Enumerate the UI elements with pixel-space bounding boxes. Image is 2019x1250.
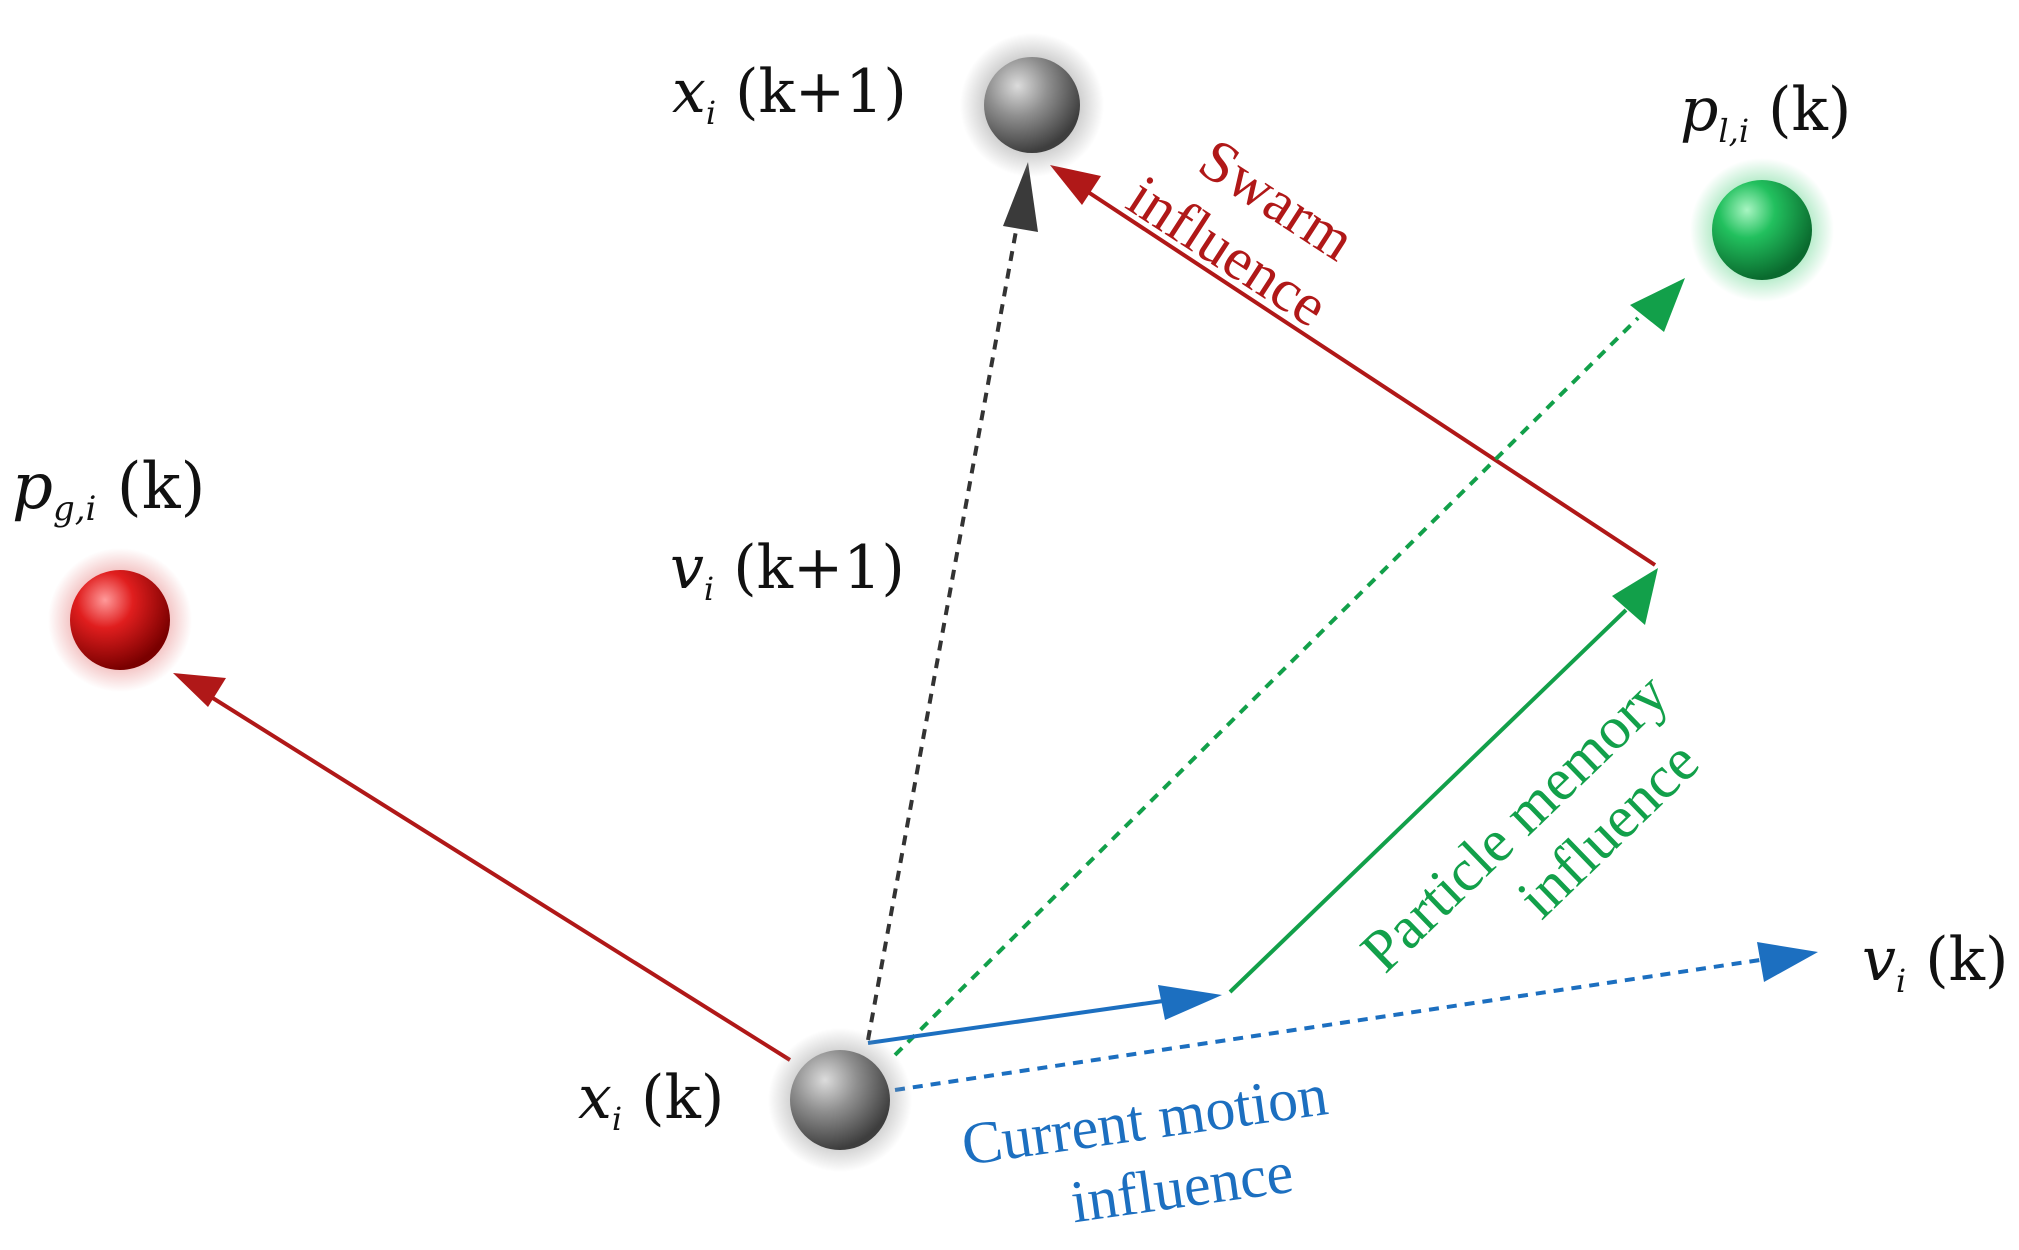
motion-arrow-head [1158, 985, 1222, 1020]
label-x-next: xi (k+1) [672, 57, 907, 132]
particle-local-best [1690, 158, 1834, 302]
particle-global-best [48, 548, 192, 692]
label-p-local-best: pl,i (k) [1680, 75, 1851, 150]
label-x-current: xi (k) [578, 1063, 724, 1138]
memory-arrow [1228, 608, 1628, 994]
label-v-current: vi (k) [1862, 925, 2008, 1000]
motion-arrow [867, 998, 1171, 1045]
next-velocity-dashed-arrow [866, 219, 1020, 1041]
label-p-global-best: pg,i (k) [12, 450, 205, 529]
label-v-next: vi (k+1) [670, 533, 905, 608]
next-velocity-arrow-head [1003, 162, 1038, 232]
particle-next-position [960, 33, 1104, 177]
swarm-arrow-to-next-position [1083, 188, 1657, 567]
current-velocity-arrow-head [1757, 942, 1818, 982]
swarm-arrow-to-global-best [198, 688, 792, 1062]
local-best-arrow-head [1630, 278, 1685, 332]
current-velocity-dashed-arrow [894, 958, 1761, 1092]
memory-arrow-head [1612, 568, 1658, 625]
particle-current-position [768, 1028, 912, 1172]
local-best-dashed-arrow [893, 316, 1640, 1057]
swarm-arrow-head-next-position [1050, 165, 1101, 205]
swarm-arrow-head-global-best [173, 673, 226, 707]
